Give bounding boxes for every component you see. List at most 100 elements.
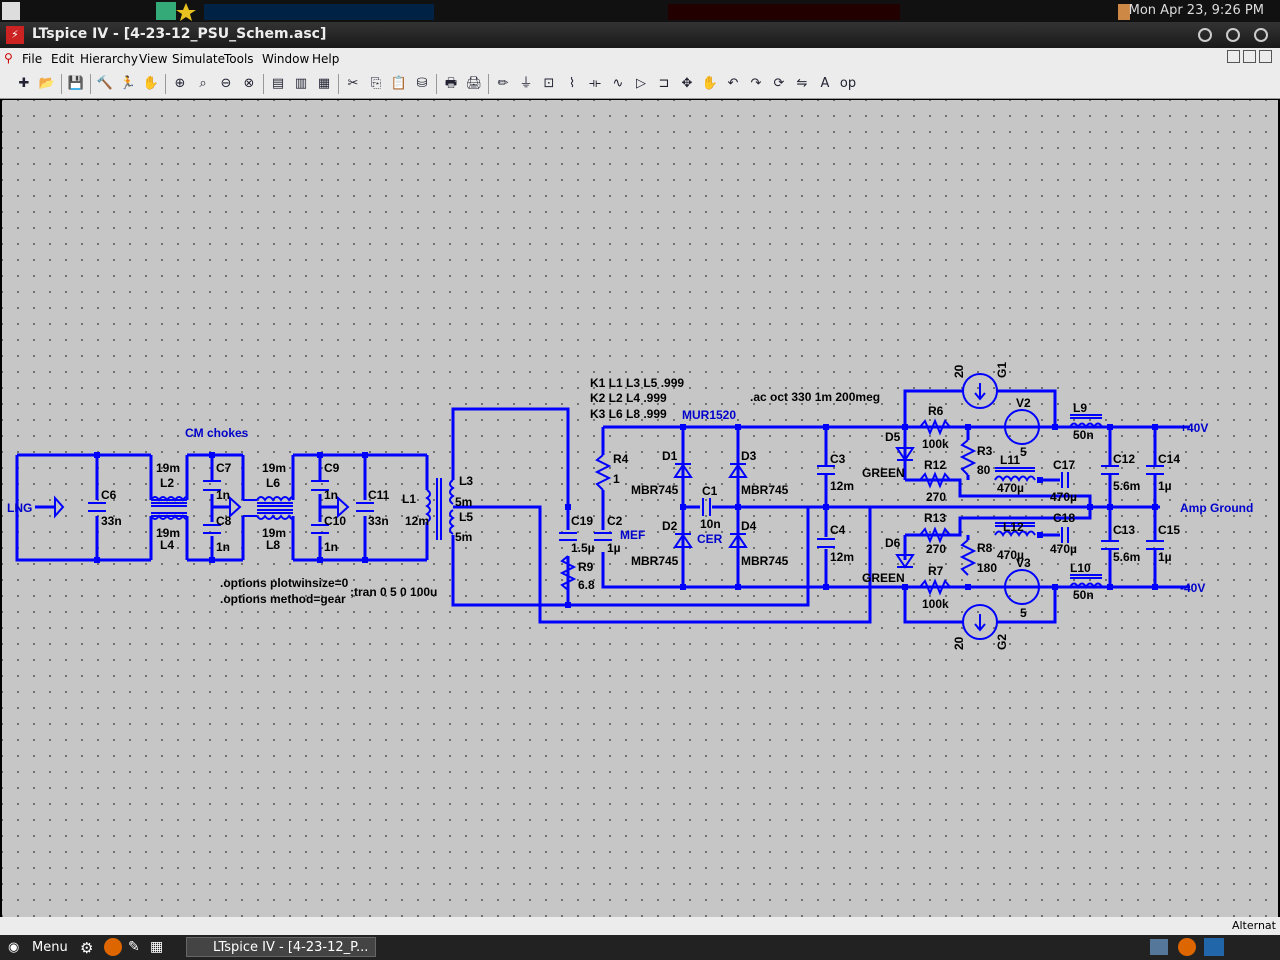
menu-icon[interactable]: ◉ [8,940,20,955]
inductor-icon[interactable]: ∿ [612,76,624,91]
mdi-close-button[interactable] [1259,50,1272,63]
mdi-restore-button[interactable] [1243,50,1256,63]
control-panel-icon[interactable]: 🔨 [96,76,114,91]
workspace-icon[interactable] [156,2,176,20]
label-c10-name: C10 [324,514,346,528]
firefox-icon[interactable] [104,938,122,956]
clock[interactable]: Mon Apr 23, 9:26 PM [1128,3,1264,18]
resistor-icon[interactable]: ⌇ [568,76,576,91]
menu-window[interactable]: Window [262,52,310,66]
status-text: Alternat [1231,919,1276,932]
drag-icon[interactable]: ✋ [701,76,719,91]
label-v3-name: V3 [1016,556,1031,570]
menu-file[interactable]: File [22,52,43,66]
spice-directive-icon[interactable]: op [839,76,857,91]
save-icon[interactable]: 💾 [67,76,85,91]
close-all-icon[interactable]: ▦ [317,76,331,91]
directive-options-1: .options plotwinsize=0 [220,576,349,590]
label-c1-value: 10n [700,517,721,531]
label-r8-name: R8 [977,541,993,555]
print-setup-icon[interactable]: 🖶 [444,76,458,91]
zoom-out-icon[interactable]: ⊖ [220,76,232,91]
directive-ac: .ac oct 330 1m 200meg [750,390,880,404]
cascade-icon[interactable]: ▥ [294,76,308,91]
menu-simulate[interactable]: Simulate [172,52,226,66]
label-d4-name: D4 [741,519,757,533]
copy-icon[interactable]: ⎘ [370,76,382,91]
menu-view[interactable]: View [139,52,168,66]
close-button[interactable] [1254,28,1268,42]
label-r3-name: R3 [977,444,993,458]
menu-help[interactable]: Help [312,52,340,66]
print-icon[interactable]: 🖨 [465,76,483,91]
network-icon[interactable] [1150,939,1168,955]
redo-icon[interactable]: ↷ [750,76,762,91]
tray-ltspice-icon[interactable] [1204,938,1224,956]
label-c15-name: C15 [1158,523,1180,537]
label-c9-value: 1n [324,488,338,502]
halt-icon[interactable]: ✋ [142,76,160,91]
label-c1-name: C1 [702,484,718,498]
label-d1-name: D1 [662,449,678,463]
zoom-fit-icon[interactable]: ⊗ [243,76,255,91]
label-d6-name: D6 [885,536,901,550]
component-icon[interactable]: ⊐ [658,76,670,91]
schematic[interactable]: C6 33n 19m L2 19m L4 C7 1n C8 1n 19m L6 … [2,100,1278,917]
directive-k3: K3 L6 L8 .999 [590,407,667,421]
rotate-icon[interactable]: ⟳ [773,76,785,91]
find-icon[interactable]: ⛁ [416,76,428,91]
app-menu-icon[interactable]: ⚲ [4,51,13,65]
star-icon[interactable] [176,3,196,21]
schematic-canvas[interactable]: C6 33n 19m L2 19m L4 C7 1n C8 1n 19m L6 … [2,100,1278,917]
label-d5-name: D5 [885,430,901,444]
label-net-icon[interactable]: ⊡ [543,76,555,91]
window-titlebar[interactable]: ⚡ LTspice IV - [4-23-12_PSU_Schem.asc] [0,22,1280,48]
run-icon[interactable]: 🏃 [119,76,137,91]
cpu-graph-icon [204,4,434,20]
label-r7-name: R7 [928,564,944,578]
draw-wire-icon[interactable]: ✏ [497,76,509,91]
ground-icon[interactable]: ⏚ [519,76,533,91]
label-d1-value: MBR745 [631,483,679,497]
undo-icon[interactable]: ↶ [727,76,739,91]
move-icon[interactable]: ✥ [681,76,693,91]
label-c13-name: C13 [1113,523,1135,537]
menu-hierarchy[interactable]: Hierarchy [80,52,139,66]
net-label-amp-ground: Amp Ground [1180,501,1253,515]
maximize-button[interactable] [1226,28,1240,42]
minimize-button[interactable] [1198,28,1212,42]
app-launcher-icon[interactable] [2,2,20,20]
text-icon[interactable]: A [820,76,830,91]
label-v2-name: V2 [1016,396,1031,410]
taskbar-task-ltspice[interactable]: LTspice IV - [4-23-12_P... [186,937,376,957]
new-schematic-icon[interactable]: ✚ [18,76,30,91]
cut-icon[interactable]: ✂ [347,76,359,91]
paste-icon[interactable]: 📋 [390,76,408,91]
mdi-minimize-button[interactable] [1227,50,1240,63]
spice-directives: K1 L1 L3 L5 .999 K2 L2 L4 .999 K3 L6 L8 … [220,376,880,606]
menu-edit[interactable]: Edit [51,52,75,66]
label-l10-value: 50n [1073,588,1094,602]
tray-firefox-icon[interactable] [1178,938,1196,956]
label-c18-name: C18 [1053,511,1075,525]
diode-icon[interactable]: ▷ [636,76,646,91]
zoom-pan-icon[interactable]: ⌕ [199,76,207,91]
label-l9-name: L9 [1073,401,1087,415]
settings-icon[interactable]: ⚙ [80,939,94,957]
text-editor-icon[interactable]: ✎ [128,939,140,955]
toolbar-separator [263,74,264,94]
label-r9-value: 6.8 [578,578,595,592]
tile-icon[interactable]: ▤ [271,76,285,91]
label-l6-name: L6 [266,476,280,490]
menu-tools[interactable]: Tools [224,52,254,66]
label-l8-value: 19m [262,526,286,540]
label-c13-value: 5.6m [1113,550,1140,564]
capacitor-icon[interactable]: ⟛ [589,76,601,91]
toolbar-separator [165,74,166,94]
zoom-in-icon[interactable]: ⊕ [174,76,186,91]
taskbar-menu[interactable]: Menu [32,940,68,955]
label-d3-name: D3 [741,449,757,463]
open-icon[interactable]: 📂 [38,76,56,91]
calculator-icon[interactable]: ▦ [150,939,164,955]
mirror-icon[interactable]: ⇋ [796,76,808,91]
